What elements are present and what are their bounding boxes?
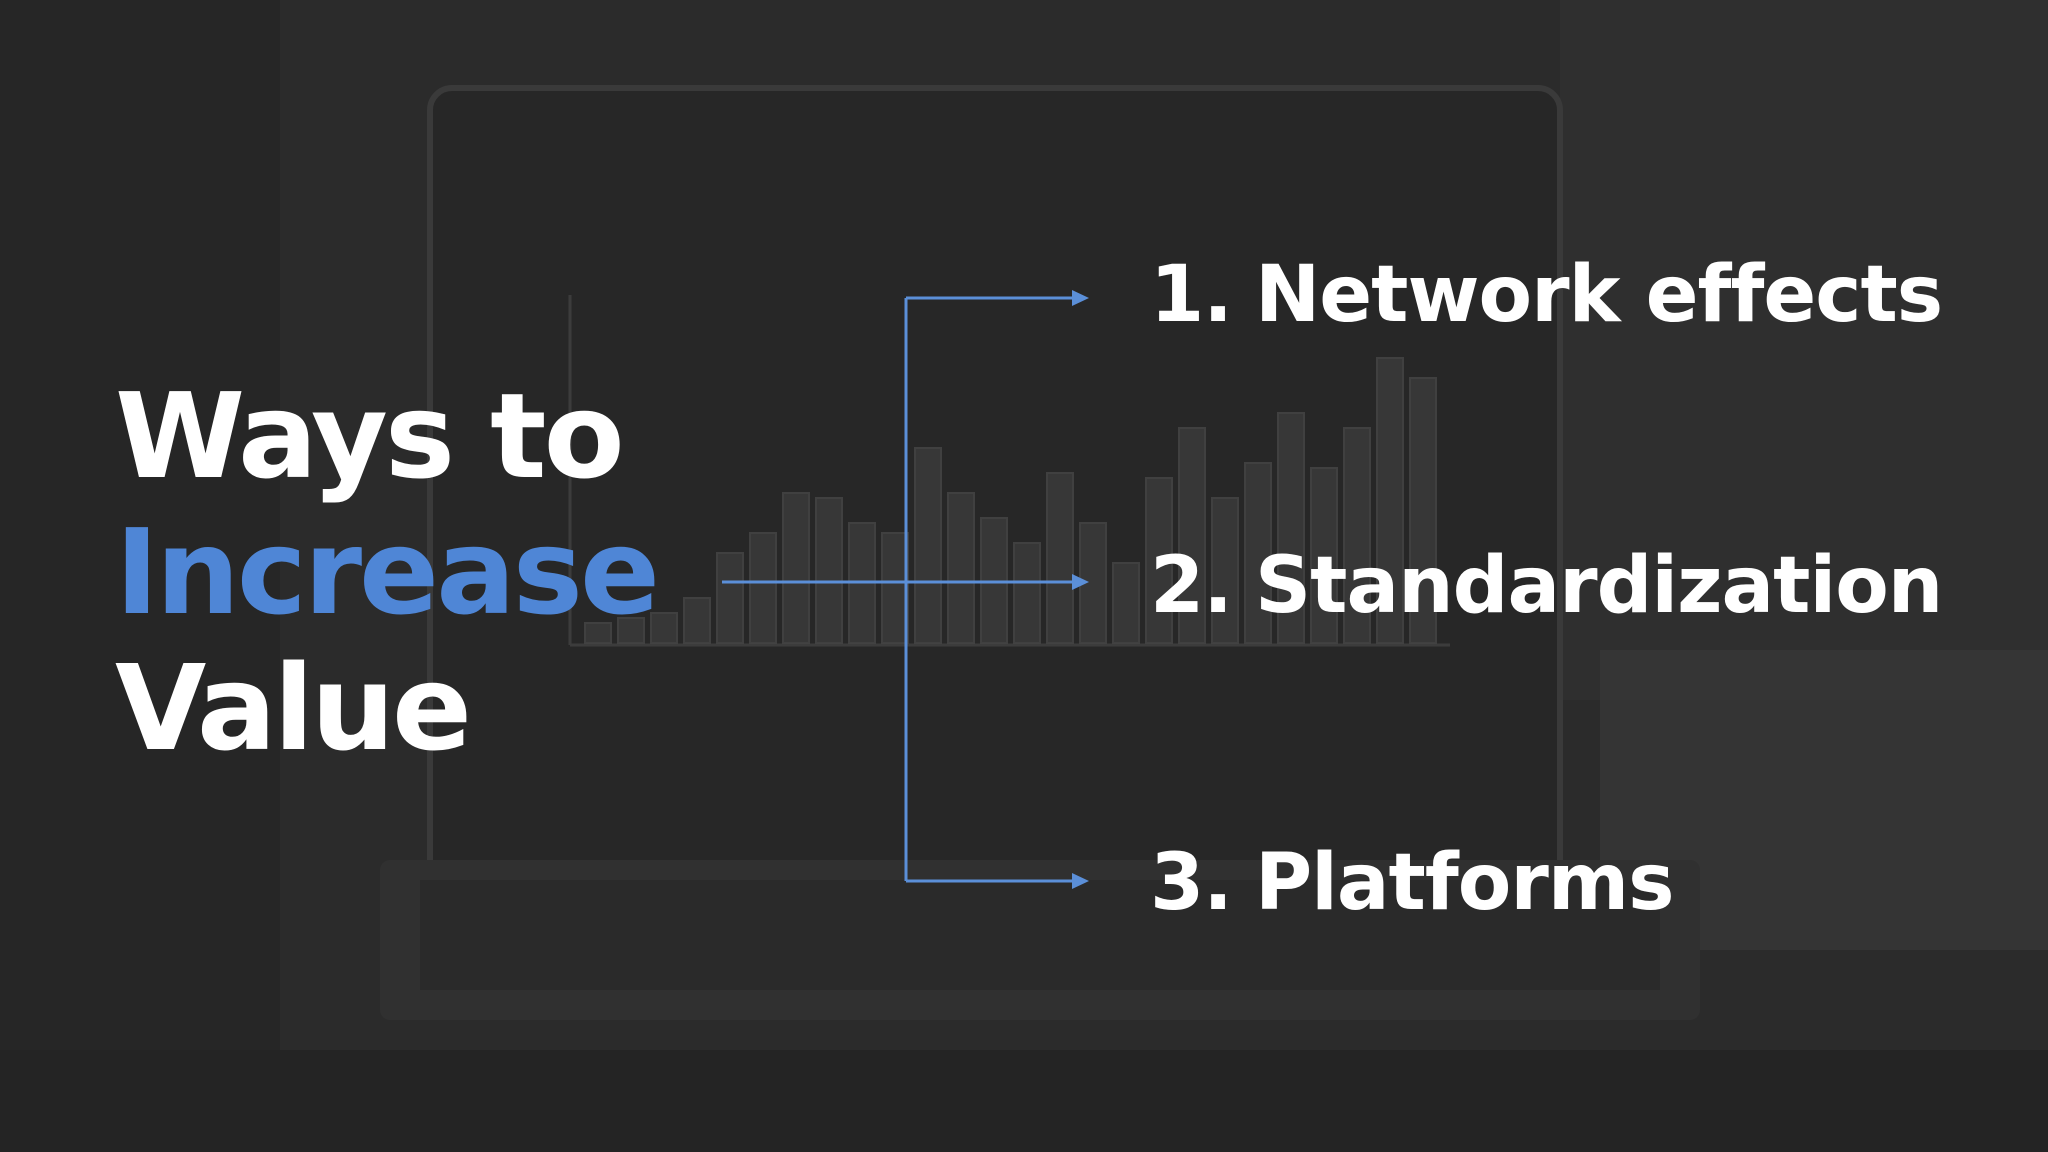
background-bar [1211, 497, 1239, 644]
background-bar [881, 532, 909, 644]
background-bar [1112, 562, 1140, 644]
list-item-label: Network effects [1255, 250, 1943, 340]
title-line-1: Ways to [115, 367, 625, 505]
background-bar [1409, 377, 1437, 644]
background-bar [947, 492, 975, 644]
slide-title: Ways to Increase Value [115, 368, 715, 776]
background-bar [1013, 542, 1041, 644]
background-bar [1178, 427, 1206, 644]
list-item-number: 1. [1150, 250, 1233, 340]
list-item-1: 1.Network effects [1150, 250, 1943, 340]
arrow-right-icon [1072, 873, 1089, 889]
background-bar [1343, 427, 1371, 644]
title-line-3: Value [115, 639, 472, 777]
arrow-right-icon [1072, 290, 1089, 306]
background-bar [815, 497, 843, 644]
background-bar [617, 617, 645, 644]
title-line-2-highlight: Increase [115, 503, 660, 641]
background-bar [782, 492, 810, 644]
background-bar [650, 612, 678, 644]
background-bar [1145, 477, 1173, 644]
list-item-label: Standardization [1255, 541, 1943, 631]
list-item-number: 3. [1150, 838, 1233, 928]
background-bar [683, 597, 711, 644]
list-item-2: 2.Standardization [1150, 541, 1943, 631]
arrow-right-icon [1072, 574, 1089, 590]
list-item-label: Platforms [1255, 838, 1675, 928]
background-bar [1277, 412, 1305, 644]
background-bar [749, 532, 777, 644]
background-bar [1310, 467, 1338, 644]
background-bar [1376, 357, 1404, 644]
background-bar [584, 622, 612, 644]
background-bar [914, 447, 942, 644]
background-bar [1244, 462, 1272, 644]
background-bar [1046, 472, 1074, 644]
list-item-number: 2. [1150, 541, 1233, 631]
list-item-3: 3.Platforms [1150, 838, 1675, 928]
background-bar [716, 552, 744, 644]
